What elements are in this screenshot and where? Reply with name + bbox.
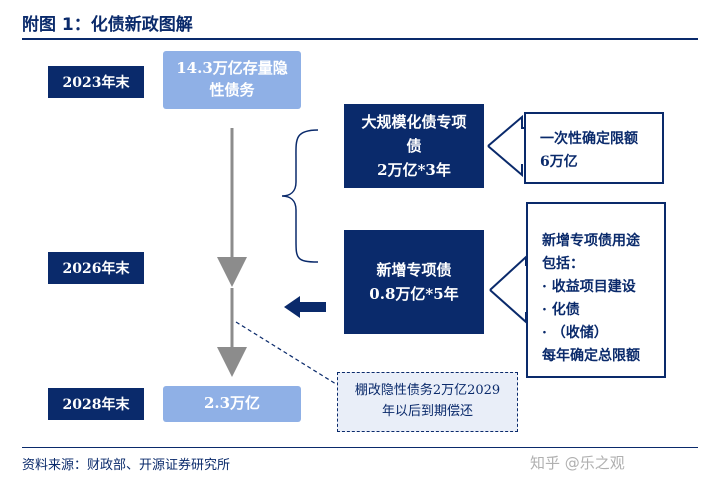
callout-arrow-upper-b (487, 145, 523, 178)
one-time-limit-note: 一次性确定限额 6万亿 (524, 112, 664, 184)
new-special-line1: 新增专项债 (376, 261, 452, 279)
shantytown-debt-box: 棚改隐性债务2万亿2029 年以后到期偿还 (337, 372, 518, 432)
usage-item: · 收益项目建设 (542, 279, 636, 296)
shantytown-line1: 棚改隐性债务2万亿2029 (354, 383, 501, 399)
new-special-bond-box: 新增专项债 0.8万亿*5年 (344, 230, 484, 334)
footer-divider (22, 447, 698, 448)
usage-note: 新增专项债用途 包括： · 收益项目建设 · 化债 · （收储） 每年确定总限额 (526, 202, 666, 378)
year-label-2028: 2028年末 (48, 388, 144, 420)
usage-line2: 包括： (542, 256, 584, 273)
callout-arrow-lower-b (489, 289, 527, 325)
hidden-debt-box: 14.3万亿存量隐 性债务 (163, 51, 301, 109)
year-label-2026: 2026年末 (48, 252, 144, 284)
usage-line1: 新增专项债用途 (542, 233, 640, 249)
left-arrow-icon (284, 296, 326, 318)
usage-line-last: 每年确定总限额 (542, 348, 640, 365)
title-divider (22, 38, 698, 40)
watermark: 知乎 @乐之观 (530, 454, 625, 472)
callout-arrow-lower (489, 254, 527, 291)
hidden-debt-line2: 性债务 (209, 81, 255, 99)
usage-item: · 化债 (542, 302, 580, 319)
remaining-debt-box: 2.3万亿 (163, 386, 301, 422)
curly-brace (281, 129, 319, 263)
new-special-line2: 0.8万亿*5年 (369, 285, 459, 303)
special-bond-line3: 2万亿*3年 (377, 161, 451, 179)
special-bond-line1: 大规模化债专项 (361, 113, 467, 131)
one-time-limit-line2: 6万亿 (540, 154, 578, 171)
shantytown-line2: 年以后到期偿还 (381, 404, 473, 419)
year-label-2023: 2023年末 (48, 66, 144, 98)
usage-item: · （收储） (542, 325, 608, 342)
hidden-debt-line1: 14.3万亿存量隐 (176, 59, 288, 78)
special-bond-box: 大规模化债专项 债 2万亿*3年 (344, 104, 484, 188)
source-note: 资料来源：财政部、开源证券研究所 (22, 458, 231, 473)
special-bond-line2: 债 (406, 137, 422, 155)
dashed-link (235, 321, 337, 385)
one-time-limit-line1: 一次性确定限额 (540, 131, 638, 147)
page-title: 附图 1：化债新政图解 (22, 15, 193, 35)
